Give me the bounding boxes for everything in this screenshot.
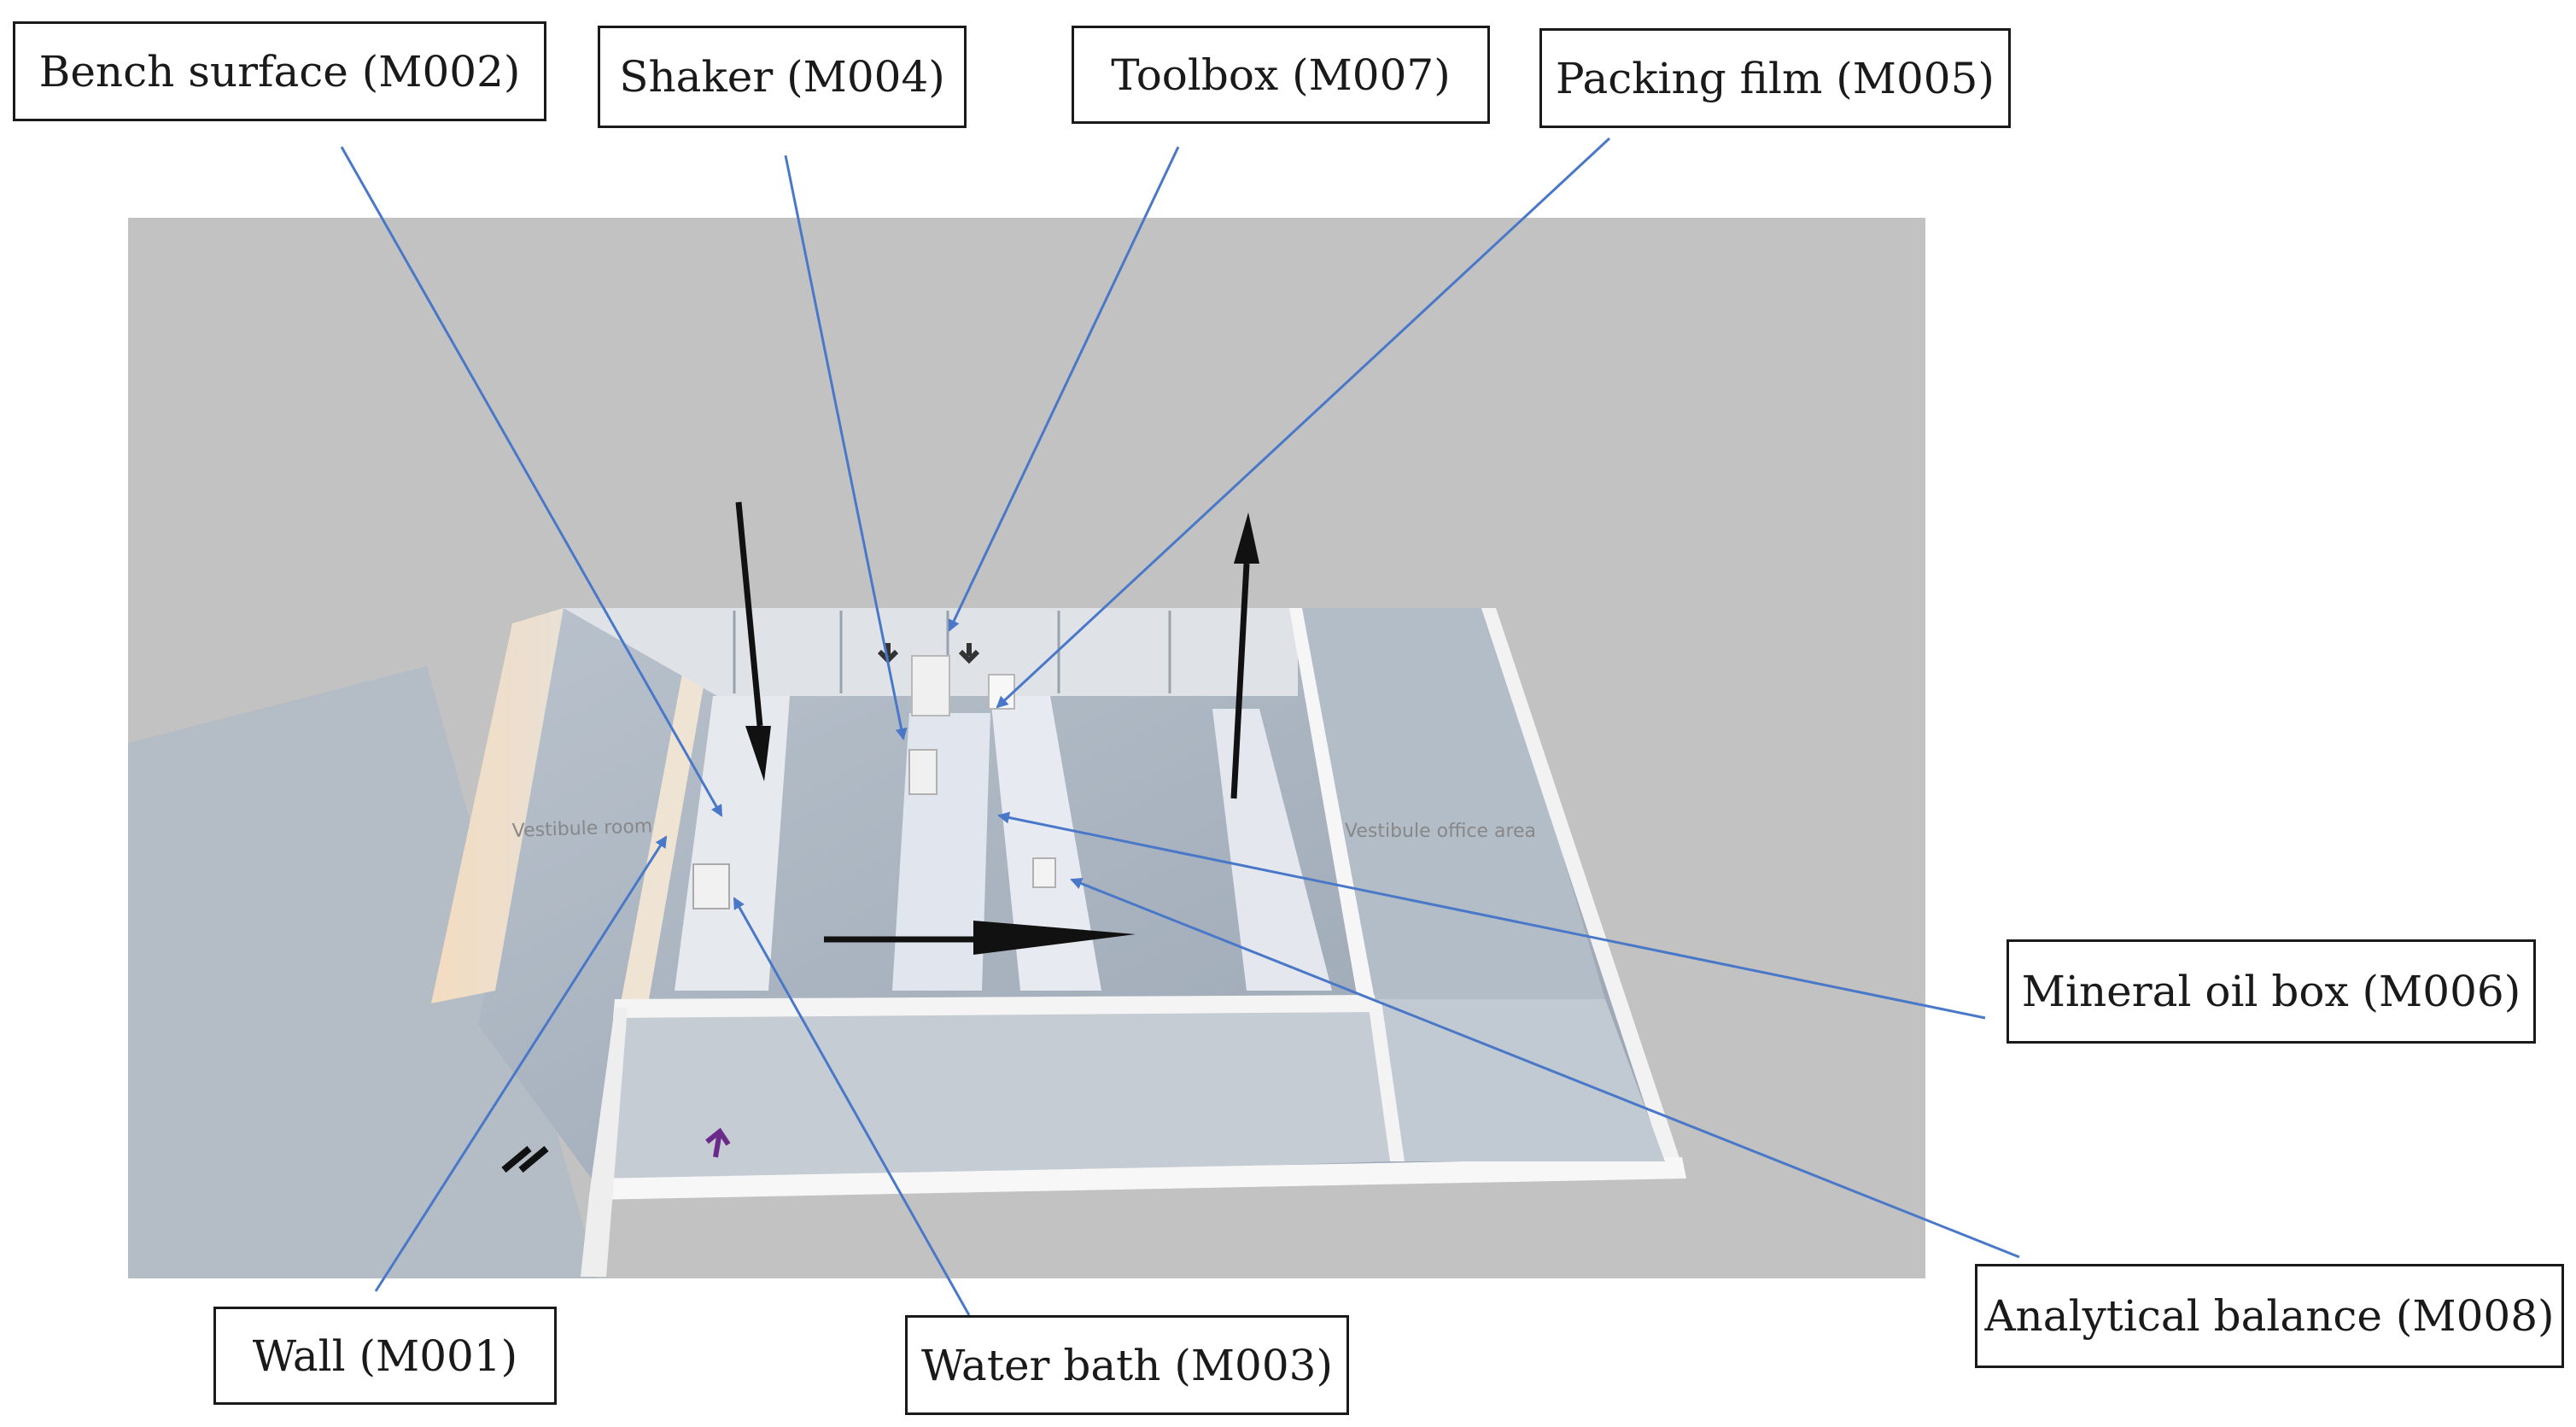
leader-wall — [374, 835, 668, 1292]
leader-lines — [340, 137, 2020, 1316]
door-arrow — [705, 1127, 731, 1158]
left-room-sign: Vestibule room — [511, 816, 652, 842]
label-wall: Wall (M001) — [213, 1307, 557, 1405]
label-analytical-balance: Analytical balance (M008) — [1975, 1264, 2564, 1368]
flow-arrows — [501, 501, 1259, 1173]
left-warm-wall — [431, 608, 564, 1003]
leader-water-bath — [733, 897, 971, 1316]
leader-toolbox — [948, 146, 1180, 632]
shaker-shape — [911, 655, 950, 716]
center-bench-b — [990, 696, 1101, 991]
leader-mineral-oil — [997, 811, 1986, 1020]
label-bench-surface: Bench surface (M002) — [13, 21, 546, 121]
balance-shape — [1032, 857, 1056, 888]
back-wall — [564, 608, 1298, 696]
right-room-sign: Vestibule office area — [1345, 821, 1536, 842]
front-room-walls — [598, 999, 1392, 1187]
right-room-divider — [1289, 608, 1375, 999]
leader-shaker — [784, 155, 908, 740]
front-room-top-wall — [613, 995, 1376, 1018]
label-toolbox: Toolbox (M007) — [1072, 26, 1490, 124]
label-shaker: Shaker (M004) — [598, 26, 967, 128]
leader-packing-film — [996, 137, 1611, 709]
right-bench — [1212, 709, 1332, 991]
front-room-inner-divider — [1368, 1001, 1405, 1161]
front-left-wall — [581, 1008, 628, 1277]
mineral-oil-shape — [908, 749, 938, 795]
right-room-floor — [1298, 608, 1605, 999]
label-packing-film: Packing film (M005) — [1539, 28, 2011, 128]
leader-bench-surface — [340, 146, 723, 817]
left-inner-wall — [619, 608, 717, 1012]
water-bath-shape — [692, 863, 730, 909]
front-right-room — [1375, 999, 1665, 1161]
label-water-bath: Water bath (M003) — [905, 1315, 1349, 1415]
leader-analytical-balance — [1070, 877, 2020, 1259]
front-lower-wall — [589, 1157, 1686, 1200]
right-outer-wall — [1481, 608, 1682, 1166]
label-mineral-oil-box: Mineral oil box (M006) — [2006, 939, 2536, 1044]
